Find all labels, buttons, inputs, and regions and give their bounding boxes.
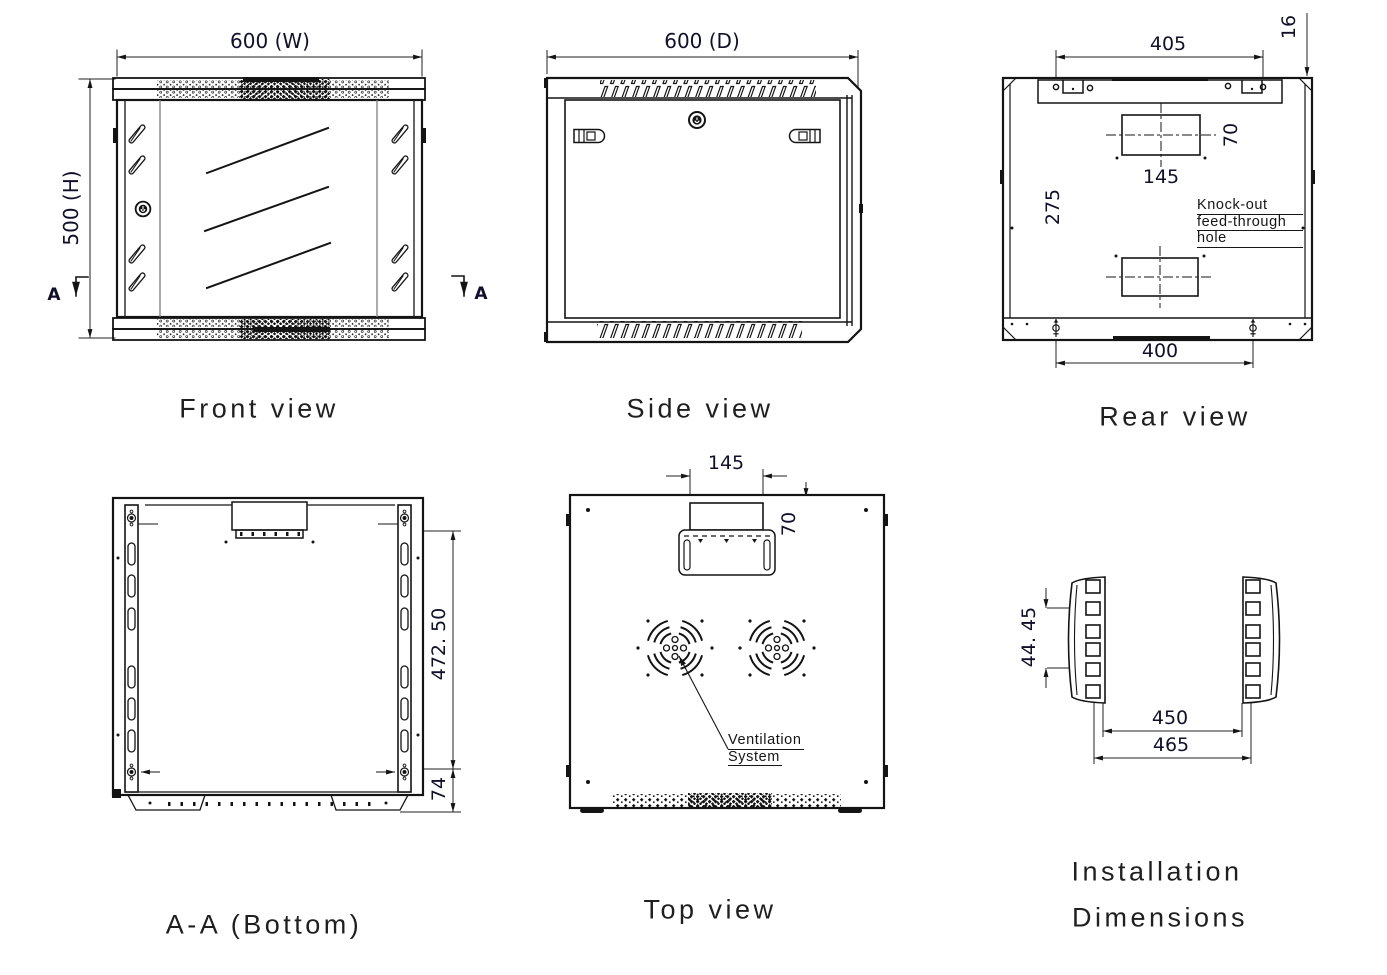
bottom-front-offset-dimension: 74 [428,776,450,802]
installation-dimension-lines [1043,588,1252,764]
top-cable-knockout [678,502,776,576]
front-dimension-lines [78,49,423,339]
front-width-dimension: 600 (W) [230,29,310,53]
top-perforation-band-center [688,793,772,808]
front-view-drawing [72,49,468,341]
bottom-rail-assembly [112,789,410,811]
installation-inner-width-dimension: 450 [1151,707,1189,729]
glass-reflection-lines [203,126,332,290]
rear-knockout-spacing-dimension: 275 [1042,188,1064,226]
rear-knockout-height-dimension: 70 [1220,122,1242,148]
side-cabinet-outline [544,76,863,344]
knockout-annotation-line1: Knock-out [1197,197,1303,215]
bottom-cable-cutout [224,501,315,544]
latch-icon [573,128,606,144]
top-knockout-height-dimension: 70 [778,511,800,537]
rear-cabinet-box [1000,76,1315,342]
bottom-section-drawing [111,496,461,813]
rack-rail-left [124,504,160,793]
installation-hole-pitch-dimension: 44. 45 [1018,606,1040,668]
rear-view-drawing [1000,13,1315,368]
front-height-dimension: 500 (H) [59,170,83,246]
installation-outer-width-dimension: 465 [1152,734,1190,756]
ventilation-annotation-line1: Ventilation [728,732,804,750]
installation-label-line1: Installation [1071,856,1243,887]
mounting-rail-right [1242,576,1281,704]
rear-bottom-holes-dimension: 400 [1141,340,1179,362]
section-marker-a-right: A [474,284,488,304]
rear-top-bracket [1037,77,1283,104]
section-marker-a-left: A [47,285,61,305]
knockout-annotation-line2: feed-through [1197,214,1303,231]
mounting-rail-left [1067,576,1106,704]
bottom-frame [111,496,425,797]
lock-icon [688,111,706,129]
side-dimension-lines [546,50,859,90]
top-view-label: Top view [643,894,777,925]
rear-knockout-holes [1106,103,1216,308]
side-louver-band-top [600,80,816,97]
side-louver-band-bottom [597,321,802,338]
section-cut-markers [72,275,468,297]
side-view-label: Side view [626,393,774,424]
installation-drawing [1043,576,1281,764]
rear-bracket-offset-dimension: 16 [1278,14,1300,40]
top-view-drawing [566,469,888,813]
rack-rail-right [376,504,412,793]
side-depth-dimension: 600 (D) [664,29,740,53]
rear-knockout-width-dimension: 145 [1142,166,1180,188]
bottom-depth-dimension: 472. 50 [428,607,450,681]
knockout-annotation: Knock-out feed-through hole [1197,197,1303,248]
ventilation-annotation: Ventilation System [728,732,804,766]
bottom-section-label: A-A (Bottom) [165,909,363,940]
ventilation-leader-line [678,655,729,750]
top-knockout-width-dimension: 145 [707,452,745,474]
knockout-annotation-line3: hole [1197,230,1303,248]
rear-bottom-bracket [1003,317,1312,341]
ventilation-annotation-line2: System [728,748,782,766]
side-view-drawing [544,50,863,344]
rear-view-label: Rear view [1099,401,1251,432]
lock-icon [134,200,152,218]
rear-top-holes-dimension: 405 [1149,33,1187,55]
latch-icon [788,128,821,144]
installation-label-line2: Dimensions [1071,902,1249,933]
front-view-label: Front view [179,393,339,424]
